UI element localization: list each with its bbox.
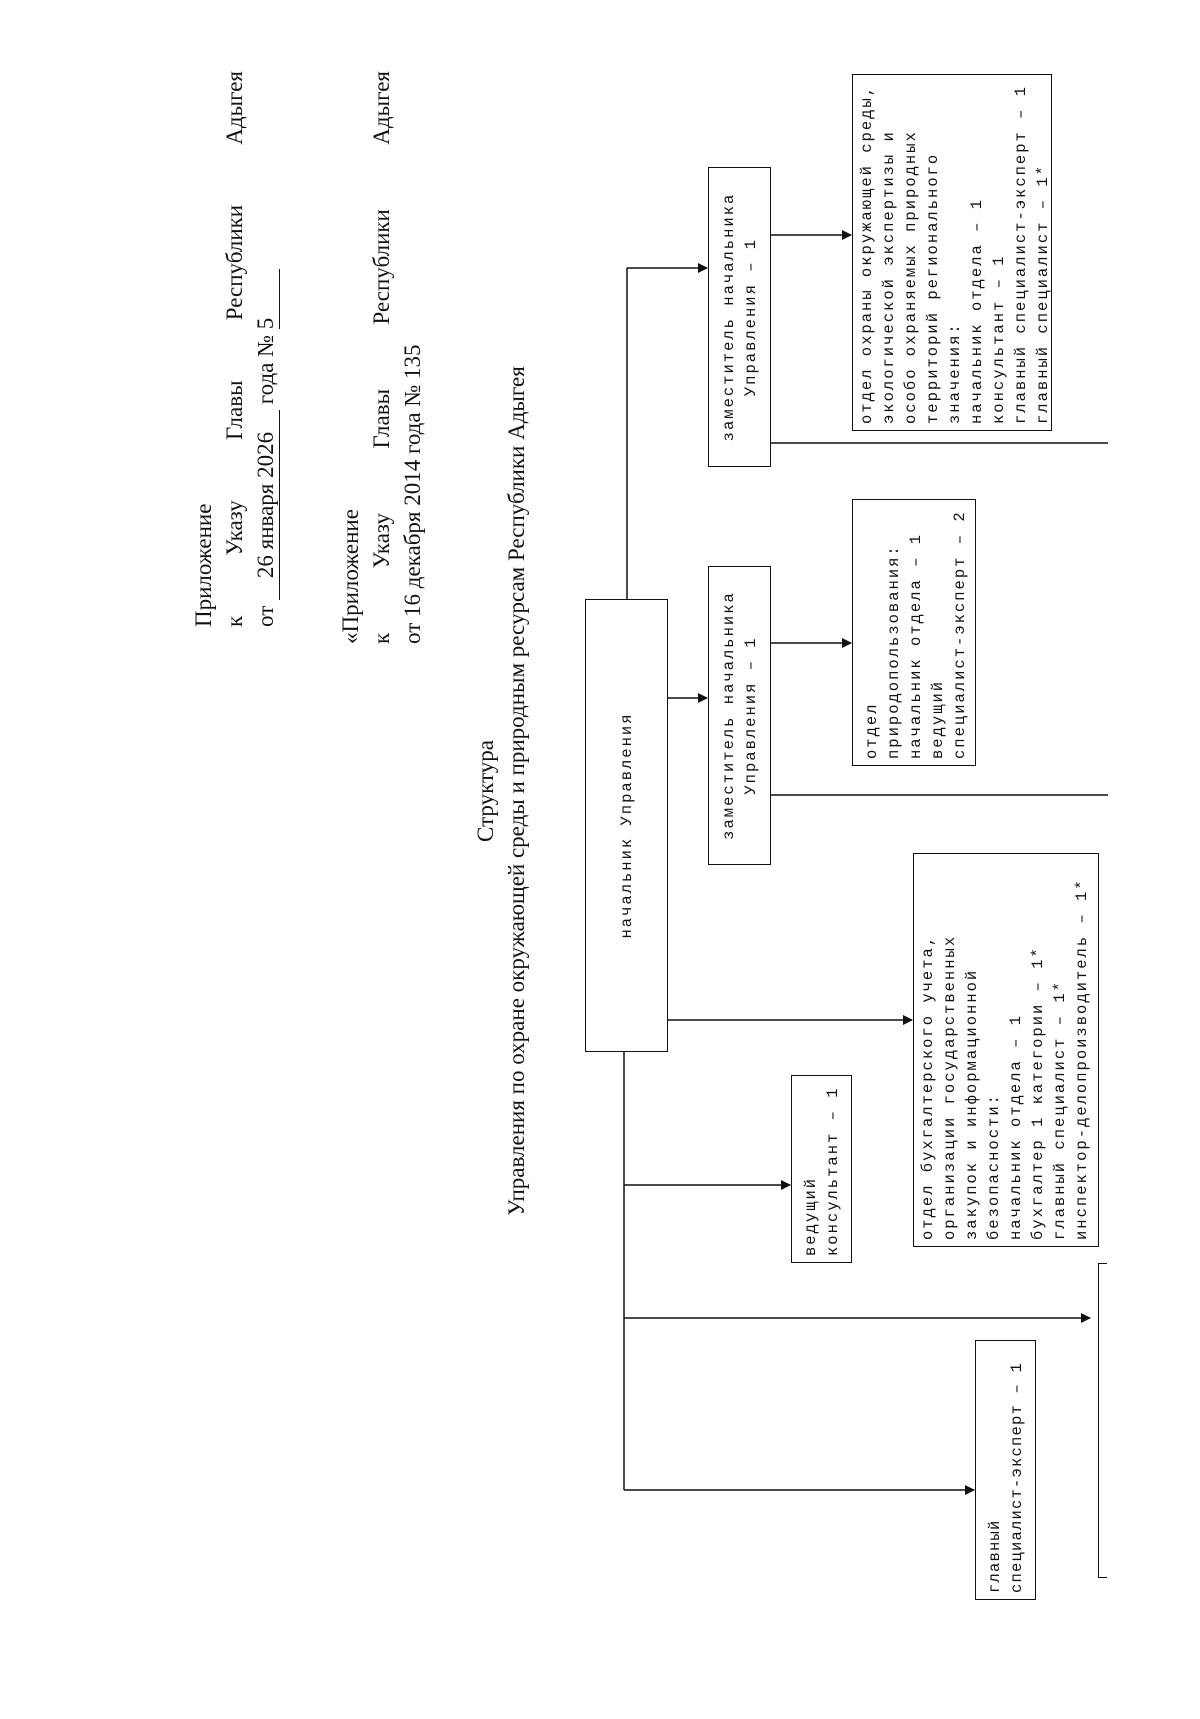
number-label: года №	[253, 334, 278, 405]
box-line: организации государственных	[941, 934, 959, 1240]
appendix-old-header: «Приложение к Указу Главы Республики Ады…	[335, 71, 428, 644]
box-line: главный специалист – 1*	[1034, 164, 1052, 424]
box-line: консультант – 1	[824, 1086, 842, 1256]
box-line: специалист-эксперт – 1	[1008, 1361, 1026, 1593]
appendix-new-line3: от 26 января 2026 года № 5	[250, 71, 281, 627]
box-line: главный специалист-эксперт – 1	[1012, 84, 1030, 424]
box-line: экологической экспертизы и	[880, 130, 898, 424]
decree-date: 26 января 2026	[253, 410, 280, 600]
appendix-new-line2: к Указу Главы Республики Адыгея	[222, 71, 247, 627]
box-chief-specialist: главный специалист-эксперт – 1	[975, 1340, 1036, 1600]
box-line: заместитель начальника	[719, 192, 738, 442]
box-line: начальник отдела – 1	[968, 197, 986, 424]
box-lead-consultant: ведущий консультант – 1	[791, 1075, 852, 1263]
box-line: Управления – 1	[741, 237, 760, 397]
appendix-old-line3: от 16 декабря 2014 года № 135	[400, 344, 425, 644]
box-line: инспектор-делопроизводитель – 1*	[1073, 878, 1091, 1240]
box-line: главный	[986, 1519, 1004, 1593]
box-line: заместитель начальника	[719, 591, 738, 840]
box-line: ведущий	[929, 679, 947, 759]
box-line: главный специалист – 1*	[1051, 980, 1069, 1240]
appendix-old-line2: к Указу Главы Республики Адыгея	[369, 71, 394, 644]
title-line2: Управления по охране окружающей среды и …	[504, 366, 529, 1216]
box-line: территорий регионального	[924, 152, 942, 424]
box-line: Управления – 1	[741, 636, 760, 795]
title-line1: Структура	[473, 740, 498, 842]
box-line: бухгалтер 1 категории – 1*	[1029, 946, 1047, 1240]
box-line: начальник отдела – 1	[1007, 1013, 1025, 1240]
box-line: отдел охраны окружающей среды,	[858, 84, 876, 424]
box-deputy-2: заместитель начальника Управления – 1	[708, 167, 771, 467]
box-line: отдел	[863, 702, 881, 759]
date-prefix: от	[253, 605, 278, 627]
box-nature-use-dept: отдел природопользования: начальник отде…	[852, 499, 976, 766]
box-line: консультант – 1	[990, 254, 1008, 424]
appendix-old-line1: «Приложение	[338, 509, 363, 644]
box-line: начальник Управления	[617, 712, 636, 939]
box-accounting-dept: отдел бухгалтерского учета, организации …	[913, 853, 1099, 1247]
box-line: специалист-эксперт – 2	[951, 510, 969, 759]
appendix-new-line1: Приложение	[191, 503, 216, 627]
box-line: природопользования:	[885, 544, 903, 759]
document-title: Структура Управления по охране окружающе…	[470, 262, 532, 1320]
decree-number: 5	[253, 269, 280, 330]
appendix-new-header: Приложение к Указу Главы Республики Адыг…	[188, 71, 281, 627]
box-line: ведущий	[802, 1176, 820, 1256]
box-deputy-1: заместитель начальника Управления – 1	[708, 566, 771, 865]
box-line: начальник отдела – 1	[907, 532, 925, 759]
box-env-protection-dept: отдел охраны окружающей среды, экологиче…	[852, 74, 1052, 431]
box-line: отдел бухгалтерского учета,	[919, 934, 937, 1240]
empty-bracket	[1098, 1263, 1107, 1578]
box-line: безопасности:	[985, 1093, 1003, 1240]
box-line: особо охраняемых природных	[902, 130, 920, 424]
box-head: начальник Управления	[585, 599, 668, 1052]
box-line: значения:	[946, 322, 964, 424]
box-line: закупок и информационной	[963, 968, 981, 1240]
